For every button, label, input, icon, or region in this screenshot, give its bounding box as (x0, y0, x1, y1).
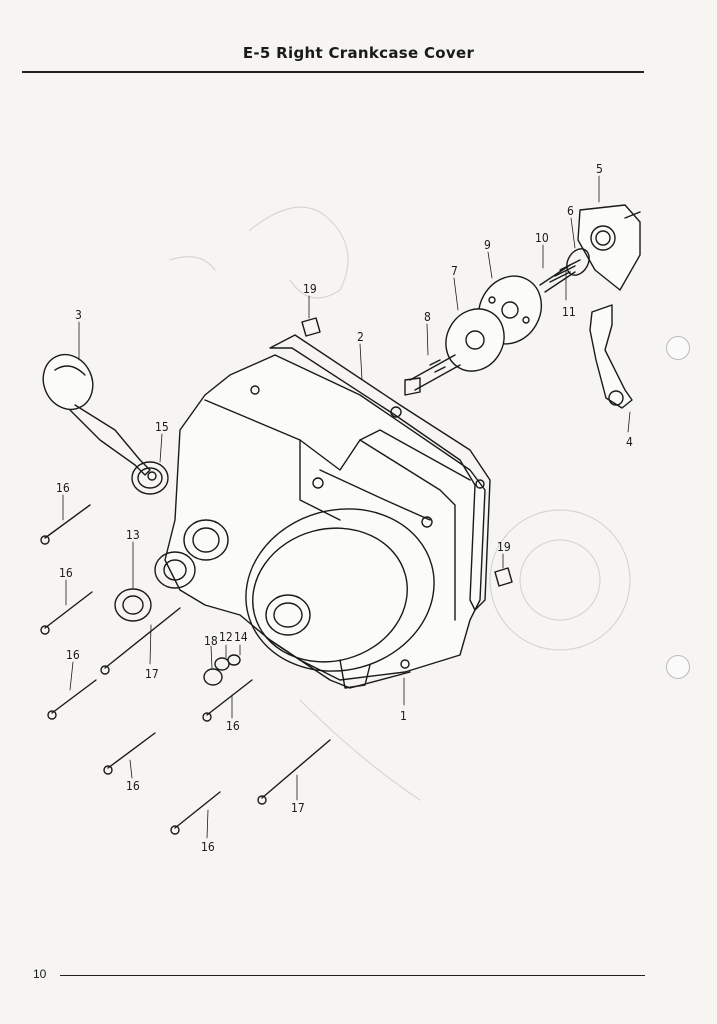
callout-1: 1 (400, 709, 407, 723)
washer-nut-parts-12-14-18 (203, 654, 241, 686)
callout-14: 14 (234, 630, 248, 644)
callout-15: 15 (155, 420, 169, 434)
callout-8: 8 (424, 310, 431, 324)
binder-hole-bottom (666, 655, 690, 679)
callout-16-d: 16 (126, 779, 140, 793)
crankcase-cover-part-1 (154, 354, 486, 689)
footer-rule (60, 975, 645, 976)
callout-5: 5 (596, 162, 603, 176)
callout-11: 11 (562, 305, 576, 319)
callout-16-b: 16 (59, 566, 73, 580)
callout-17-b: 17 (291, 801, 305, 815)
header-rule (22, 71, 644, 73)
kick-lever-arm-part-4 (589, 304, 633, 409)
callout-2: 2 (357, 330, 364, 344)
callout-6: 6 (567, 204, 574, 218)
callout-19-right: 19 (497, 540, 511, 554)
screw-bolts-parts-16-17 (40, 504, 331, 835)
callout-3: 3 (75, 308, 82, 322)
callout-4: 4 (626, 435, 633, 449)
page-number: 10 (33, 967, 47, 981)
callout-16-a: 16 (56, 481, 70, 495)
callout-labels: 5 6 10 9 7 8 11 2 19 3 15 4 19 1 13 16 1… (56, 162, 633, 854)
oil-seal-part-13 (114, 588, 152, 622)
oil-filler-cap-part-3 (42, 353, 157, 481)
callout-17-a: 17 (145, 667, 159, 681)
callout-13: 13 (126, 528, 140, 542)
callout-16-c: 16 (66, 648, 80, 662)
callout-19-top: 19 (303, 282, 317, 296)
page-title: E-5 Right Crankcase Cover (242, 44, 475, 62)
callout-7: 7 (451, 264, 458, 278)
callout-18: 18 (204, 634, 218, 648)
bleed-through-image (169, 206, 631, 801)
callout-12: 12 (219, 630, 233, 644)
callout-16-e: 16 (201, 840, 215, 854)
callout-10: 10 (535, 231, 549, 245)
callout-16-f: 16 (226, 719, 240, 733)
gasket-part-2 (269, 334, 491, 611)
kickstarter-assembly-parts-5-11 (404, 204, 641, 396)
binder-hole-top (666, 336, 690, 360)
callout-9: 9 (484, 238, 491, 252)
dowel-pin-part-19 (301, 317, 513, 587)
o-ring-part-15 (131, 461, 169, 495)
